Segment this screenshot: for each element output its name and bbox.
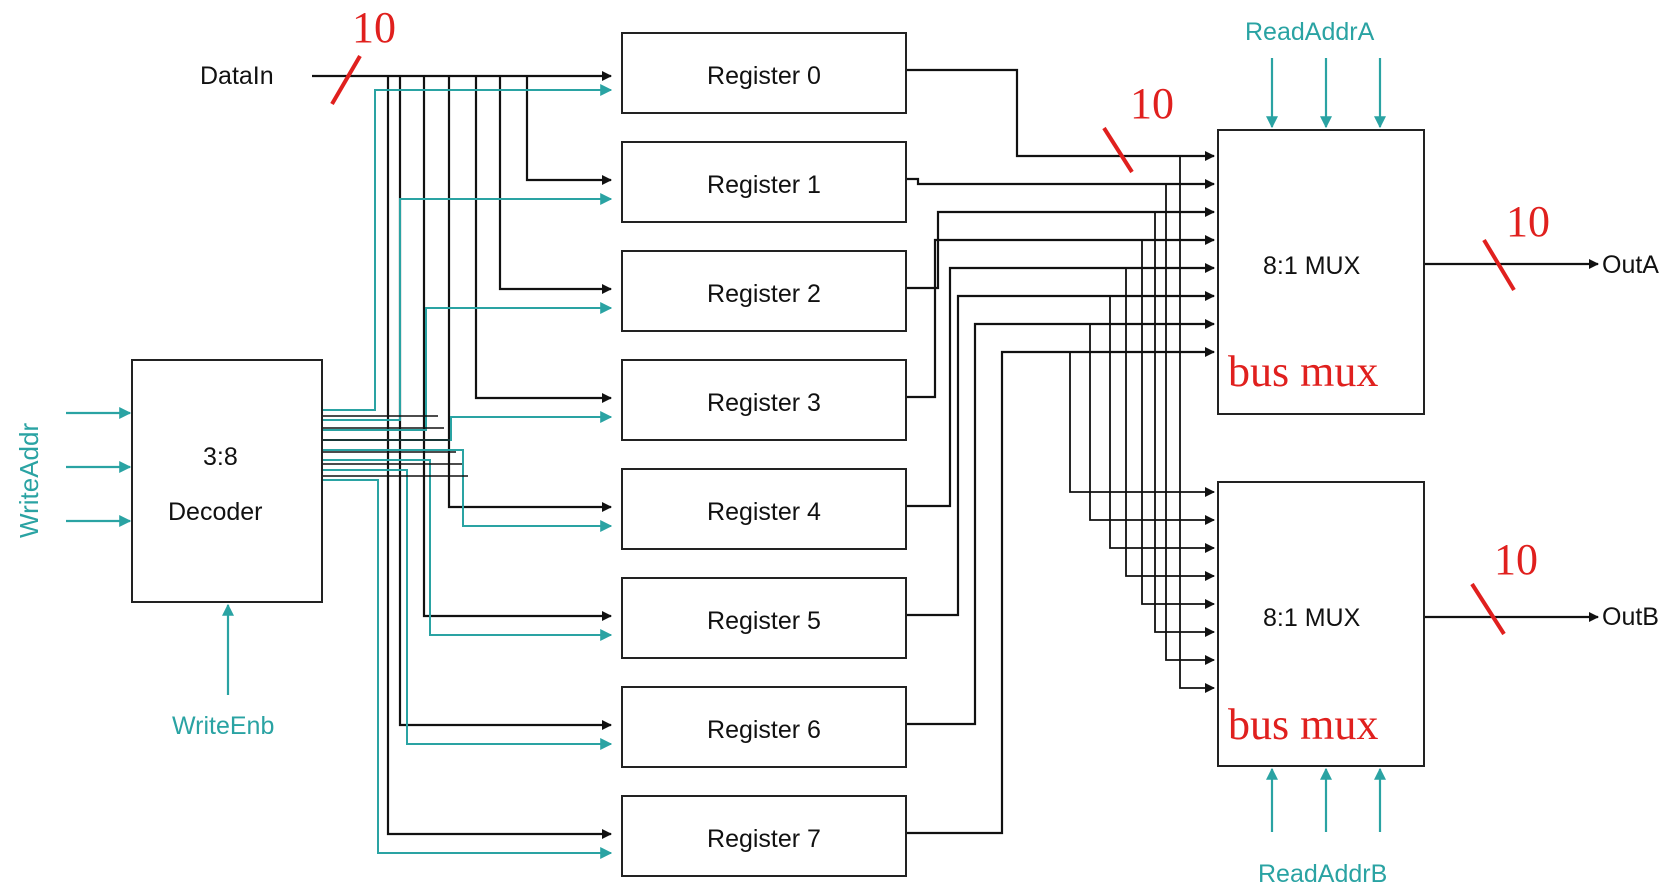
decoder-block [131,359,323,603]
decoder-label: Decoder [168,498,263,526]
register-7-to-mux-b [1069,352,1215,497]
readaddrb-label: ReadAddrB [1258,860,1388,888]
register-3-to-mux-b [1141,240,1215,609]
bus-width-slashes [330,54,1516,636]
register-5-to-mux-a [906,291,1215,617]
register-4-to-mux-b [1125,268,1215,581]
decoder-enable-register-6 [322,469,613,750]
register-5-block [621,577,907,659]
mux-b-label: 8:1 MUX [1263,604,1361,632]
register-6-block [621,686,907,768]
datain-drop-register-7 [386,76,612,839]
register-3-block [621,359,907,441]
register-4-label: Register 4 [707,498,821,526]
bus-width-slash-0 [330,54,362,106]
bus-width-slash-3 [1470,582,1506,636]
register-1-to-mux-b [1165,184,1215,665]
register-3-to-mux-a [906,235,1215,399]
register-0-to-mux-b [1179,156,1215,693]
writeaddr-label: WriteAddr [14,422,44,538]
bus-width-label-outb: 10 [1494,535,1538,584]
decoder-enable-register-2 [322,302,613,431]
register-7-label: Register 7 [707,825,821,853]
mux-b-block [1217,481,1425,767]
blocks [131,32,1425,877]
readaddra-label: ReadAddrA [1245,18,1375,46]
decoder-enable-register-7 [322,479,613,859]
datain-label: DataIn [200,62,274,90]
register-2-label: Register 2 [707,280,821,308]
datain-drop-register-6 [398,76,612,730]
bus-width-label-outa: 10 [1506,197,1550,246]
wires [66,58,1599,859]
decoder-enable-register-0 [322,84,613,411]
register-6-to-mux-a [906,319,1215,726]
register-6-label: Register 6 [707,716,821,744]
writeenb-label: WriteEnb [172,712,275,740]
register-7-block [621,795,907,877]
mux-b-note: bus mux [1228,700,1379,749]
register-0-label: Register 0 [707,62,821,90]
register-2-to-mux-a [906,207,1215,290]
bus-width-label-mux-input: 10 [1130,79,1174,128]
bus-width-slash-2 [1482,238,1516,292]
datain-drop-register-2 [498,76,612,294]
bus-width-slash-1 [1102,126,1134,174]
datain-drop-register-3 [474,76,612,403]
register-4-to-mux-a [906,263,1215,508]
register-2-to-mux-b [1154,212,1215,637]
mux-a-label: 8:1 MUX [1263,252,1361,280]
register-1-block [621,141,907,223]
datain-drop-register-5 [422,76,612,621]
register-5-label: Register 5 [707,607,821,635]
datain-drop-register-1 [525,76,612,185]
bus-width-label-datain: 10 [352,3,396,52]
register-5-to-mux-b [1109,296,1215,553]
mux-a-note: bus mux [1228,347,1379,396]
outa-label: OutA [1602,251,1659,279]
register-1-label: Register 1 [707,171,821,199]
decoder-enable-register-5 [322,459,613,641]
outb-label: OutB [1602,603,1659,631]
register-6-to-mux-b [1089,324,1215,525]
register-0-block [621,32,907,114]
decoder-enable-register-4 [322,449,613,532]
register-4-block [621,468,907,550]
datain-drop-register-4 [447,76,612,512]
register-2-block [621,250,907,332]
register-3-label: Register 3 [707,389,821,417]
register-1-to-mux-a [906,177,1215,189]
register-7-to-mux-a [906,347,1215,835]
decoder-enable-register-1 [322,193,613,421]
register-0-to-mux-a [906,68,1215,161]
decoder-ratio-label: 3:8 [203,443,238,471]
mux-a-block [1217,129,1425,415]
